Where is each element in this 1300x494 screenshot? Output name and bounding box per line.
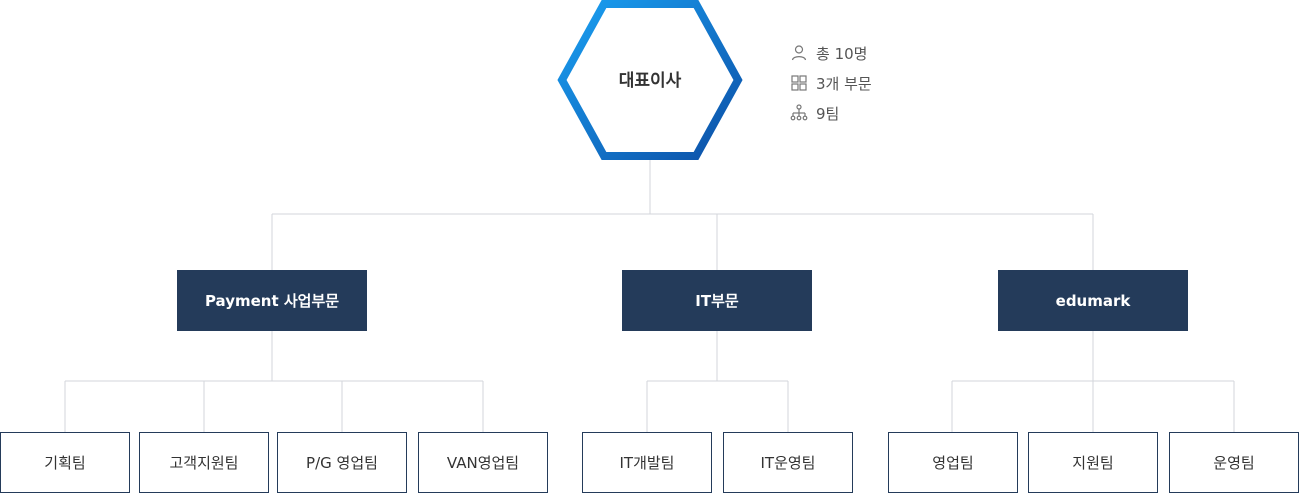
stat-headcount-text: 총 10명 <box>816 44 868 63</box>
dept-edumark[interactable]: edumark <box>998 270 1188 331</box>
team-box[interactable]: 고객지원팀 <box>139 432 269 493</box>
team-box[interactable]: 기획팀 <box>0 432 130 493</box>
stat-headcount: 총 10명 <box>790 38 872 68</box>
org-stats: 총 10명 3개 부문 9팀 <box>790 38 872 128</box>
team-box[interactable]: IT운영팀 <box>723 432 853 493</box>
team-box[interactable]: P/G 영업팀 <box>277 432 407 493</box>
team-box[interactable]: 영업팀 <box>888 432 1018 493</box>
grid-icon <box>791 75 807 91</box>
stat-teams-text: 9팀 <box>816 104 840 123</box>
team-box[interactable]: 운영팀 <box>1169 432 1299 493</box>
stat-divisions: 3개 부문 <box>790 68 872 98</box>
ceo-label: 대표이사 <box>618 71 682 91</box>
team-box[interactable]: IT개발팀 <box>582 432 712 493</box>
team-box[interactable]: 지원팀 <box>1028 432 1158 493</box>
ceo-hexagon <box>557 0 743 160</box>
team-box[interactable]: VAN영업팀 <box>418 432 548 493</box>
stat-teams: 9팀 <box>790 98 872 128</box>
org-tree-icon <box>790 104 808 121</box>
stat-divisions-text: 3개 부문 <box>816 74 872 93</box>
person-icon <box>791 45 807 61</box>
dept-payment[interactable]: Payment 사업부문 <box>177 270 367 331</box>
dept-it[interactable]: IT부문 <box>622 270 812 331</box>
